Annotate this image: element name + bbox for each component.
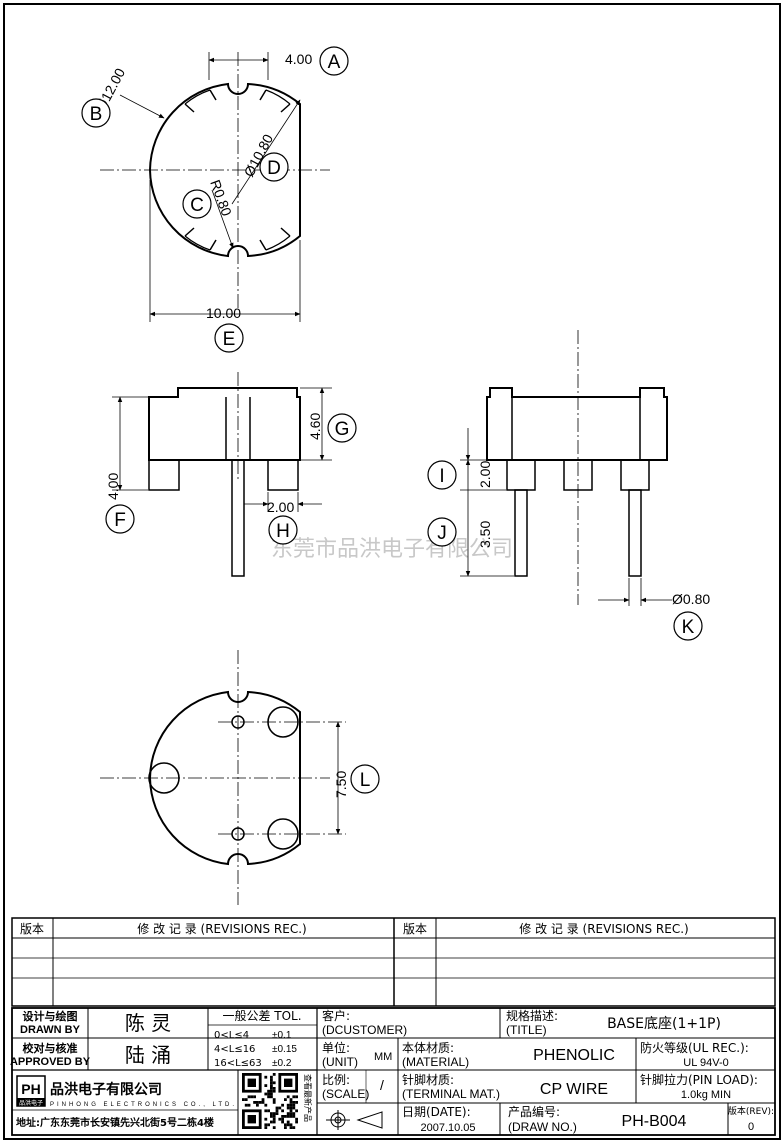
rev-col-record-left: 修 改 记 录 (REVISIONS REC.) (137, 921, 306, 936)
company-name-en: PINHONG ELECTRONICS CO., LTD. (50, 1102, 234, 1108)
dim-c-value: R0.80 (207, 178, 235, 219)
unit-label-en: (UNIT) (322, 1055, 358, 1069)
tol-value-1: ±0.1 (272, 1030, 292, 1041)
sheet-border (3, 3, 781, 1140)
svg-text:C: C (190, 195, 204, 216)
title-label-cn: 规格描述: (506, 1008, 558, 1023)
tolerance-title: 一般公差 TOL. (222, 1008, 301, 1023)
revisions-table (11, 917, 776, 1007)
pin-load-label: 针脚拉力(PIN LOAD): (640, 1072, 758, 1087)
unit-value: MM (374, 1051, 392, 1063)
svg-text:B: B (90, 104, 103, 125)
scale-label-en: (SCALE) (322, 1087, 369, 1101)
callout-c: C (182, 189, 212, 219)
svg-text:H: H (276, 521, 290, 542)
callout-k: K (673, 611, 703, 641)
front-view (112, 372, 332, 577)
approved-by-label-en: APPROVED BY (10, 1056, 91, 1068)
callout-f: F (105, 504, 135, 534)
projection-symbol (326, 1110, 383, 1130)
material-label-cn: 本体材质: (402, 1041, 454, 1055)
material-label-en: (MATERIAL) (402, 1055, 469, 1069)
company-address: 地址:广东东莞市长安镇先兴北街5号二栋4楼 (16, 1116, 214, 1129)
rev-col-version-right: 版本 (403, 922, 427, 936)
terminal-label-en: (TERMINAL MAT.) (402, 1087, 500, 1101)
tol-range-2: 4<L≤16 (214, 1044, 255, 1055)
draw-no-label-en: (DRAW NO.) (508, 1120, 577, 1134)
drawn-by-label-cn: 设计与绘图 (23, 1009, 78, 1023)
title-label-en: (TITLE) (506, 1023, 547, 1037)
callout-e: E (214, 323, 244, 353)
drawn-by-name: 陈 灵 (125, 1011, 171, 1035)
dim-l-value: 7.50 (333, 771, 349, 798)
callout-g: G (327, 413, 357, 443)
svg-text:G: G (335, 419, 350, 440)
rev-col-record-right: 修 改 记 录 (REVISIONS REC.) (519, 921, 688, 936)
side-view (460, 330, 672, 606)
rev-value: 0 (748, 1121, 754, 1133)
top-view (100, 52, 330, 322)
terminal-value: CP WIRE (540, 1081, 608, 1098)
approved-by-label-cn: 校对与核准 (23, 1041, 78, 1055)
bottom-view (100, 650, 346, 905)
company-name-cn: 品洪电子有限公司 (50, 1081, 162, 1098)
qr-side-text: 查看最新产品 (303, 1074, 313, 1122)
callout-b: B (81, 98, 111, 128)
svg-text:PH: PH (21, 1081, 40, 1097)
customer-label-en: (DCUSTOMER) (322, 1023, 407, 1037)
unit-label-cn: 单位: (322, 1040, 350, 1055)
ul-label: 防火等级(UL REC.): (640, 1040, 749, 1055)
dim-j-value: 3.50 (477, 521, 493, 548)
dim-g-value: 4.60 (307, 413, 323, 440)
watermark: 东莞市品洪电子有限公司 (271, 537, 513, 562)
svg-text:F: F (114, 510, 126, 531)
tol-value-2: ±0.15 (272, 1044, 297, 1055)
dim-k-value: Ø0.80 (672, 591, 710, 607)
scale-value: / (380, 1077, 384, 1093)
title-value: BASE底座(1+1P) (607, 1016, 721, 1032)
callout-l: L (350, 764, 380, 794)
svg-text:J: J (437, 523, 447, 544)
svg-text:品洪电子: 品洪电子 (19, 1099, 43, 1107)
dim-a-value: 4.00 (285, 51, 312, 67)
ul-value: UL 94V-0 (683, 1057, 728, 1069)
customer-label-cn: 客户: (322, 1008, 350, 1023)
drawn-by-label-en: DRAWN BY (20, 1024, 81, 1036)
svg-text:A: A (328, 52, 341, 73)
callout-i: I (427, 460, 457, 490)
svg-text:I: I (439, 466, 444, 487)
pin-load-value: 1.0kg MIN (681, 1089, 731, 1101)
date-label: 日期(DATE): (402, 1105, 471, 1119)
draw-no-value: PH-B004 (622, 1113, 687, 1130)
svg-text:E: E (223, 329, 236, 350)
callout-j: J (427, 517, 457, 547)
approved-by-name: 陆 涌 (125, 1043, 171, 1067)
svg-text:K: K (682, 617, 695, 638)
date-value: 2007.10.05 (420, 1122, 475, 1134)
svg-text:L: L (360, 770, 371, 791)
rev-label: 版本(REV): (728, 1105, 774, 1117)
dim-e-value: 10.00 (206, 305, 241, 321)
dim-f-value: 4.00 (105, 473, 121, 500)
callout-d: D (259, 152, 289, 182)
tol-range-3: 16<L≤63 (214, 1058, 262, 1069)
company-logo: PH 品洪电子 (16, 1075, 46, 1107)
title-block (11, 1007, 776, 1136)
terminal-label-cn: 针脚材质: (402, 1072, 454, 1087)
material-value: PHENOLIC (533, 1047, 615, 1064)
tol-value-3: ±0.2 (272, 1058, 292, 1069)
rev-col-version-left: 版本 (20, 922, 44, 936)
qr-code (242, 1073, 298, 1129)
dim-h-value: 2.00 (267, 499, 294, 515)
draw-no-label-cn: 产品编号: (508, 1104, 560, 1119)
tol-range-1: 0<L≤4 (214, 1030, 249, 1041)
callout-a: A (319, 46, 349, 76)
svg-text:D: D (267, 158, 281, 179)
dim-i-value: 2.00 (477, 461, 493, 488)
callout-h: H (268, 515, 298, 545)
scale-label-cn: 比例: (322, 1073, 350, 1087)
